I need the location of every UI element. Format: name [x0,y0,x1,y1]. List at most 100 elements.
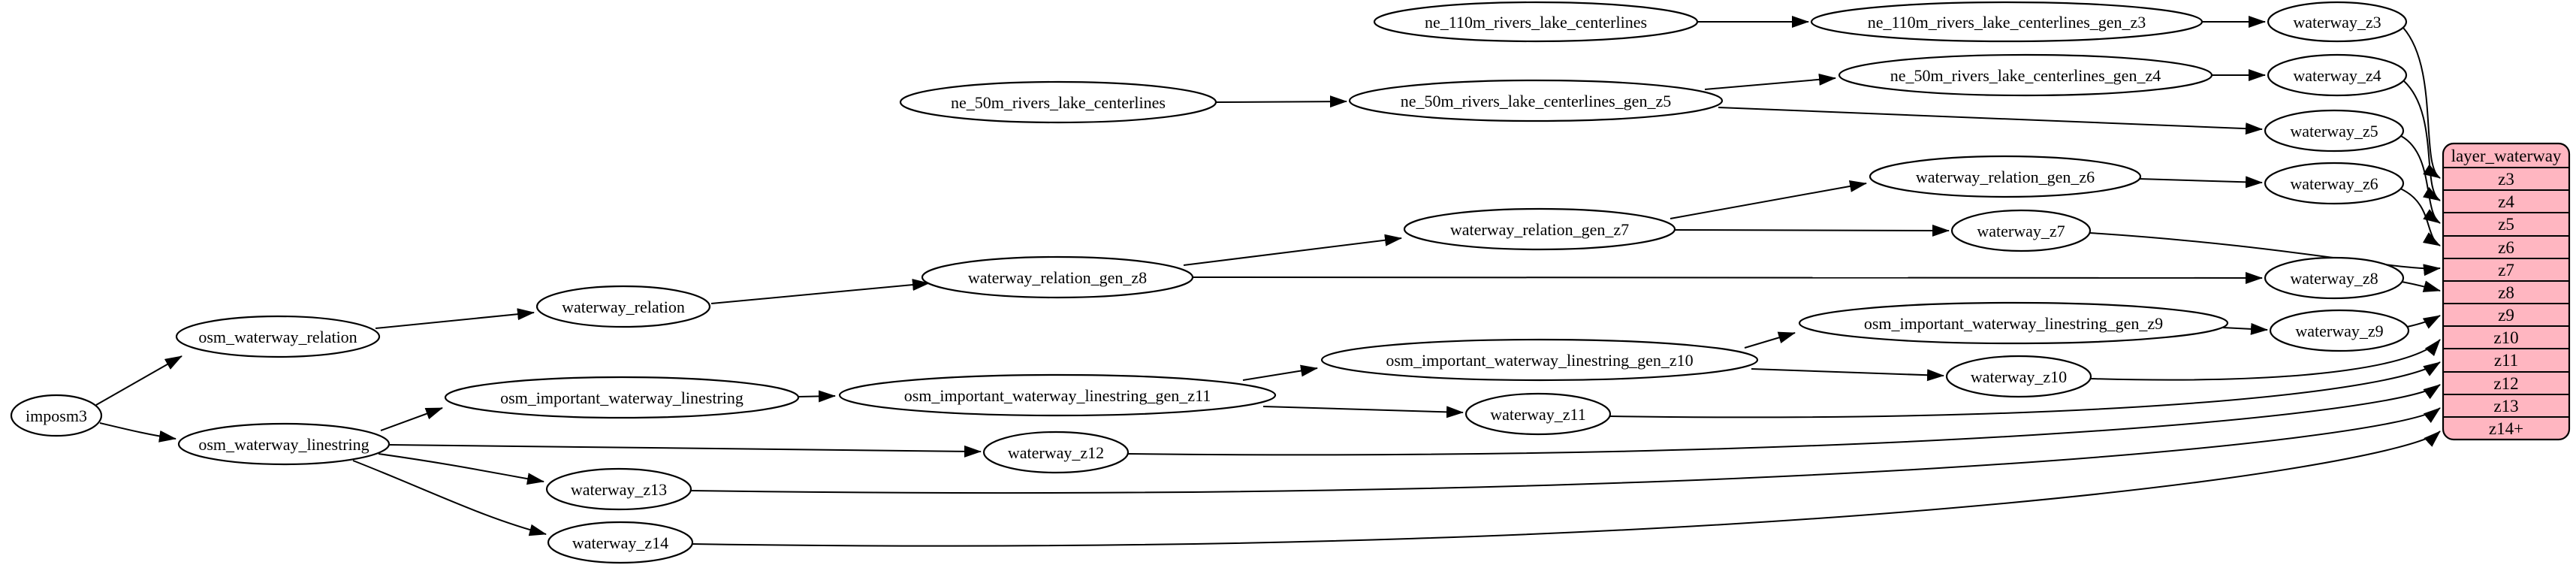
node-osm_waterway_linestring: osm_waterway_linestring [177,422,391,466]
node-ellipse [2269,309,2410,352]
edge-imposm3-osm_waterway_relation [95,355,182,406]
node-label: osm_waterway_relation [198,328,357,346]
node-waterway_z7: waterway_z7 [1950,209,2092,252]
node-label: osm_important_waterway_linestring_gen_z9 [1864,314,2163,333]
node-label: waterway_z11 [1490,405,1585,424]
record-row-z6: z6 [2498,238,2514,257]
edge-waterway_relation_gen_z7-waterway_z7 [1674,224,1950,237]
node-ellipse [1464,392,1612,436]
edge-osm_waterway_linestring-waterway_z14 [352,460,547,536]
node-ellipse [982,431,1130,474]
node-waterway_relation: waterway_relation [535,285,711,328]
record-layer_waterway: layer_waterway z3 z4 z5 z6 z7 z8 z9 z10 … [2442,142,2571,441]
node-label: waterway_relation_gen_z8 [968,268,1147,287]
edge-waterway_z7-row_z7 [2089,232,2441,276]
edge-osm_waterway_linestring-waterway_z12 [388,444,982,458]
node-waterway_z4: waterway_z4 [2267,53,2408,97]
record-row-z7: z7 [2498,261,2514,279]
node-waterway_z8: waterway_z8 [2264,256,2405,300]
node-ellipse [2264,162,2405,205]
node-ellipse [2267,53,2408,97]
node-ellipse [899,80,1217,124]
node-osm_important_waterway_linestring_gen_z9: osm_important_waterway_linestring_gen_z9 [1798,301,2229,345]
edge-waterway_z3-row_z3 [2403,27,2441,179]
record-row-z10: z10 [2493,328,2518,347]
edge-waterway_z13-row_z13 [689,407,2441,494]
node-ellipse [1348,79,1724,122]
node-ne_110m_rivers_lake_centerlines_gen_z3: ne_110m_rivers_lake_centerlines_gen_z3 [1810,1,2203,43]
node-ellipse [921,255,1194,299]
record-row-z4: z4 [2498,192,2514,211]
node-osm_important_waterway_linestring_gen_z11: osm_important_waterway_linestring_gen_z1… [838,373,1277,417]
node-label: waterway_z14 [572,533,668,552]
node-label: imposm3 [26,406,87,425]
node-waterway_z11: waterway_z11 [1464,392,1612,436]
node-ellipse [535,285,711,328]
edge-waterway_relation_gen_z7-waterway_relation_gen_z6 [1670,180,1867,219]
node-label: waterway_z13 [571,480,667,499]
node-label: ne_110m_rivers_lake_centerlines_gen_z3 [1868,13,2146,32]
node-ellipse [838,373,1277,417]
node-waterway_z10: waterway_z10 [1945,355,2092,398]
node-label: ne_50m_rivers_lake_centerlines_gen_z4 [1890,66,2161,85]
edge-layer [95,16,2441,547]
edge-osm_waterway_linestring-osm_important_waterway_linestring [380,407,443,431]
node-label: osm_important_waterway_linestring_gen_z1… [904,386,1211,405]
node-waterway_z12: waterway_z12 [982,431,1130,474]
node-ellipse [1798,301,2229,345]
node-ellipse [2264,256,2405,300]
node-label: osm_waterway_linestring [198,435,369,454]
edge-waterway_z6-row_z6 [2400,188,2441,246]
node-waterway_relation_gen_z7: waterway_relation_gen_z7 [1403,207,1676,251]
edge-imposm3-osm_waterway_linestring [99,422,176,443]
node-waterway_z3: waterway_z3 [2267,1,2408,43]
edge-gen_z9-waterway_z9 [2222,322,2268,335]
record-row-z8: z8 [2498,283,2514,302]
node-waterway_relation_gen_z6: waterway_relation_gen_z6 [1869,155,2142,198]
node-label: waterway_z6 [2290,174,2378,193]
edge-gen_z10-waterway_z10 [1751,368,1944,382]
node-waterway_z14: waterway_z14 [547,521,694,564]
edge-gen_z5-waterway_z5 [1718,107,2263,135]
node-label: osm_important_waterway_linestring_gen_z1… [1386,351,1693,370]
node-ne_50m_rivers_lake_centerlines_gen_z5: ne_50m_rivers_lake_centerlines_gen_z5 [1348,79,1724,122]
node-label: waterway_z7 [1977,222,2065,240]
node-label: waterway_z5 [2290,122,2378,140]
edge-waterway_z8-row_z8 [2401,280,2441,292]
node-label: osm_important_waterway_linestring [500,388,744,407]
node-ellipse [1403,207,1676,251]
edge-waterway_z4-row_z4 [2403,80,2441,201]
edge-waterway_z9-row_z9 [2406,315,2441,329]
node-ellipse [444,376,800,419]
record-row-z3: z3 [2498,170,2514,189]
edge-osm_important_waterway_linestring-gen_z11 [798,390,836,403]
node-label: waterway_relation [562,298,685,316]
node-label: ne_50m_rivers_lake_centerlines [951,93,1166,112]
edge-gen_z5-gen_z4 [1704,73,1836,90]
edge-osm_waterway_linestring-waterway_z13 [378,453,544,485]
record-box [2442,142,2571,441]
node-ellipse [1373,1,1699,43]
record-title: layer_waterway [2451,147,2562,165]
node-label: waterway_z3 [2293,13,2381,32]
node-label: waterway_z9 [2295,322,2383,340]
edge-gen_z11-waterway_z11 [1262,406,1464,418]
edge-ne_50m-gen_z5 [1216,95,1347,108]
node-waterway_relation_gen_z8: waterway_relation_gen_z8 [921,255,1194,299]
node-imposm3: imposm3 [10,394,103,437]
node-ne_50m_rivers_lake_centerlines: ne_50m_rivers_lake_centerlines [899,80,1217,124]
record-row-z9: z9 [2498,306,2514,325]
node-label: waterway_z4 [2293,66,2381,85]
edge-waterway_relation_gen_z8-waterway_z8 [1192,271,2263,284]
node-waterway_z13: waterway_z13 [545,467,692,511]
node-waterway_z9: waterway_z9 [2269,309,2410,352]
node-waterway_z6: waterway_z6 [2264,162,2405,205]
node-label: ne_110m_rivers_lake_centerlines [1425,13,1647,32]
edge-osm_waterway_relation-waterway_relation [375,308,535,329]
node-label: waterway_relation_gen_z7 [1450,220,1629,239]
edge-gen_z10-gen_z9 [1744,331,1796,349]
edge-gen_z11-gen_z10 [1242,364,1318,381]
node-ellipse [547,521,694,564]
